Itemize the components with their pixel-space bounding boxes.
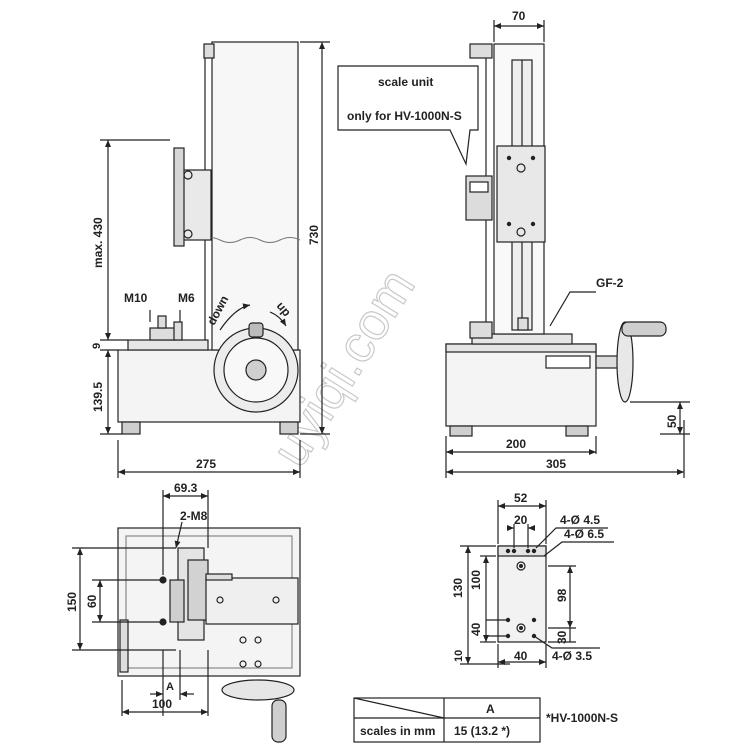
dim-base-139-5: 139.5 bbox=[91, 382, 105, 412]
side-column bbox=[211, 41, 299, 351]
dim-height-730: 730 bbox=[307, 225, 321, 245]
label-m6: M6 bbox=[178, 291, 195, 305]
top-view bbox=[72, 490, 301, 743]
top-column bbox=[205, 577, 299, 625]
table-row-value: 15 (13.2 *) bbox=[454, 724, 510, 738]
dim-top-plate-9: 9 bbox=[91, 343, 103, 349]
dim-130: 130 bbox=[451, 578, 465, 598]
table-row-label: scales in mm bbox=[360, 724, 435, 738]
label-4-phi-6-5: 4-Ø 6.5 bbox=[564, 527, 604, 541]
dim-60: 60 bbox=[85, 594, 99, 608]
label-4-phi-3-5: 4-Ø 3.5 bbox=[552, 649, 592, 663]
top-view-labels: 69.3 2-M8 150 60 A 100 bbox=[65, 481, 208, 711]
dim-52: 52 bbox=[514, 491, 528, 505]
label-gf2: GF-2 bbox=[596, 276, 624, 290]
dim-40-left: 40 bbox=[469, 622, 483, 636]
plate-view-labels: 52 20 4-Ø 4.5 4-Ø 6.5 130 100 98 40 30 1… bbox=[451, 491, 604, 663]
side-view bbox=[100, 41, 330, 478]
dim-travel: max. 430 bbox=[91, 217, 105, 268]
dim-40-bottom: 40 bbox=[514, 649, 528, 663]
dim-20: 20 bbox=[514, 513, 528, 527]
dim-width-275: 275 bbox=[196, 457, 216, 471]
callout-line-2: only for HV-1000N-S bbox=[347, 109, 462, 123]
plate-view bbox=[460, 500, 614, 668]
dim-a: A bbox=[166, 681, 174, 693]
dim-100-top: 100 bbox=[152, 697, 172, 711]
dim-base-200: 200 bbox=[506, 437, 526, 451]
dim-column-70: 70 bbox=[512, 9, 526, 23]
label-m10: M10 bbox=[124, 291, 148, 305]
side-view-labels: 275 730 max. 430 9 139.5 M10 M6 down up bbox=[91, 217, 321, 471]
scale-table-labels: A scales in mm 15 (13.2 *) *HV-1000N-S bbox=[360, 702, 618, 738]
table-header-a: A bbox=[486, 702, 495, 716]
dim-100-plate: 100 bbox=[469, 570, 483, 590]
dim-30: 30 bbox=[555, 630, 569, 644]
front-view-labels: 70 200 305 50 GF-2 scale unit only for H… bbox=[347, 9, 679, 471]
front-view bbox=[337, 20, 690, 478]
dim-10: 10 bbox=[453, 650, 465, 662]
dim-150: 150 bbox=[65, 592, 79, 612]
scale-table bbox=[353, 697, 541, 743]
dim-98: 98 bbox=[555, 588, 569, 602]
dim-69-3: 69.3 bbox=[174, 481, 198, 495]
side-foot-left bbox=[121, 421, 141, 435]
scale-callout bbox=[337, 65, 479, 167]
dim-handwheel-50: 50 bbox=[665, 414, 679, 428]
side-foot-right bbox=[279, 421, 299, 435]
table-footnote: *HV-1000N-S bbox=[546, 711, 618, 725]
side-top-plate bbox=[127, 339, 209, 351]
callout-line-1: scale unit bbox=[378, 75, 433, 89]
label-2m8: 2-M8 bbox=[180, 509, 208, 523]
dim-total-305: 305 bbox=[546, 457, 566, 471]
label-4-phi-4-5: 4-Ø 4.5 bbox=[560, 513, 600, 527]
front-carriage bbox=[496, 145, 546, 243]
